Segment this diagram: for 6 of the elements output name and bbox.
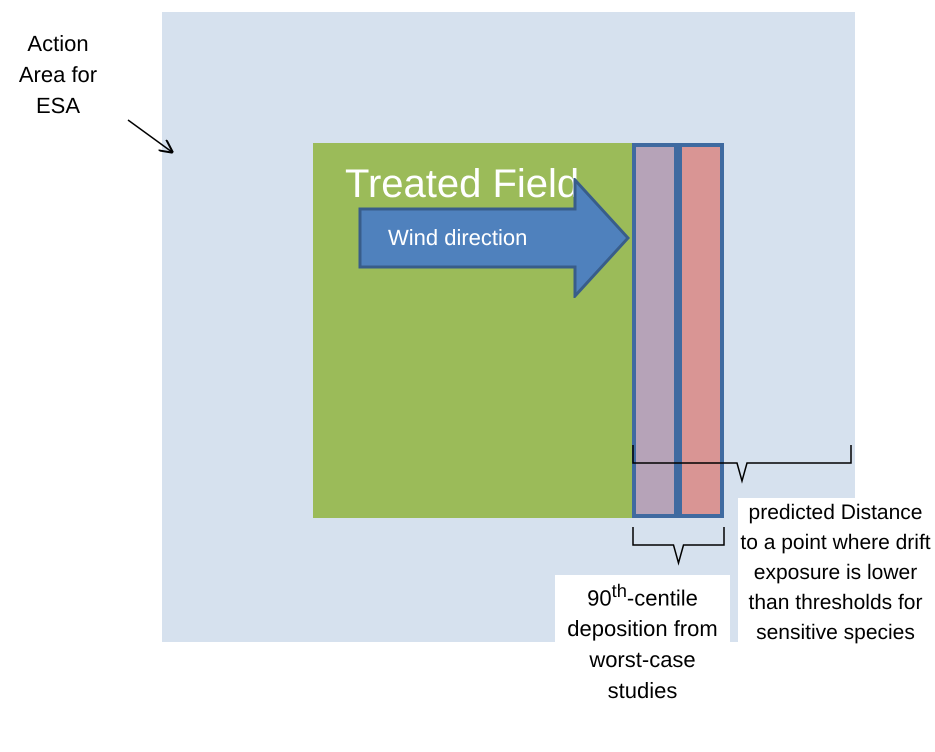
treated-field bbox=[313, 143, 632, 518]
wind-label: Wind direction bbox=[388, 224, 528, 252]
drift-strip bbox=[678, 143, 724, 518]
arrow bbox=[128, 119, 174, 154]
area-label: Action Area for ESA bbox=[18, 30, 98, 120]
deposition-strip bbox=[632, 143, 678, 518]
